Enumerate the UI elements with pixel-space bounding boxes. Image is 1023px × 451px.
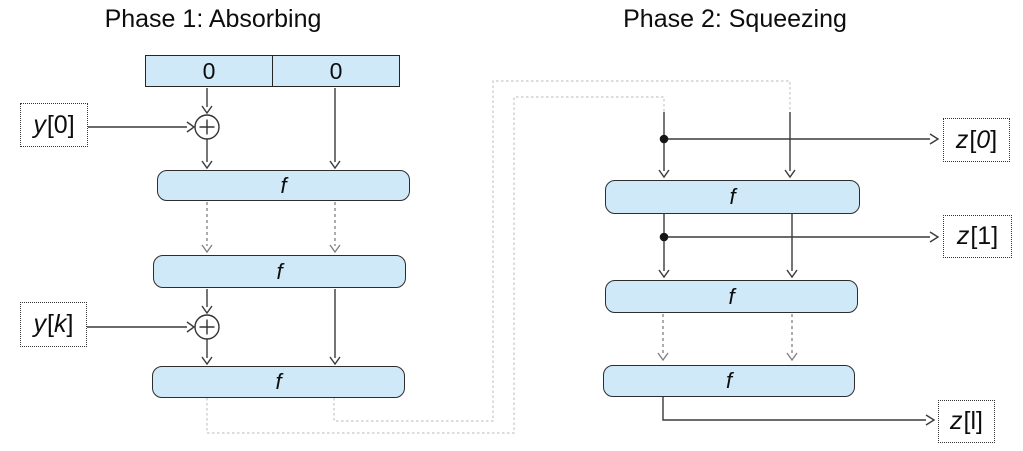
index: 0 xyxy=(53,110,68,139)
bracket: ] xyxy=(976,407,983,435)
bracket: [ xyxy=(970,222,978,250)
bracket: [ xyxy=(47,310,54,338)
dashed-arrow xyxy=(662,314,793,354)
output-label-z1: z[1] xyxy=(943,215,1012,258)
dashed-arrow xyxy=(206,202,336,246)
bracket: ] xyxy=(991,222,999,250)
index: l xyxy=(970,407,977,435)
bracket: ] xyxy=(67,110,75,139)
input-label-y0: y[0] xyxy=(20,103,88,147)
xor-icon xyxy=(194,114,220,140)
bracket: ] xyxy=(66,310,74,338)
round-function-box: f xyxy=(152,366,405,398)
state-cell-left: 0 xyxy=(146,56,273,86)
index: k xyxy=(54,310,67,338)
output-label-zl: z[l] xyxy=(938,400,995,443)
bracket: [ xyxy=(963,407,971,435)
round-function-box: f xyxy=(153,255,406,288)
bracket: [ xyxy=(46,110,54,139)
routing-line xyxy=(206,80,791,434)
input-label-yk: y[k] xyxy=(20,302,87,347)
variable: z xyxy=(950,407,963,435)
variable: z xyxy=(956,222,970,250)
round-function-box: f xyxy=(605,180,860,214)
bracket: ] xyxy=(990,125,998,154)
phase1-title: Phase 1: Absorbing xyxy=(104,5,322,33)
variable: z xyxy=(955,125,969,154)
initial-state-register: 0 0 xyxy=(145,55,400,87)
variable: y xyxy=(33,310,47,338)
index: 0 xyxy=(976,125,991,154)
state-cell-right: 0 xyxy=(329,57,343,84)
dashed-arrowhead xyxy=(201,244,341,254)
round-function-box: f xyxy=(157,170,410,201)
junction-dot xyxy=(659,232,669,242)
round-function-box: f xyxy=(605,280,858,313)
index: 1 xyxy=(977,222,992,250)
bracket: [ xyxy=(969,125,977,154)
dashed-arrowhead xyxy=(657,352,798,362)
output-label-z0: z[0] xyxy=(943,118,1010,162)
variable: y xyxy=(33,110,46,139)
arrow xyxy=(658,112,940,426)
junction-dot xyxy=(659,134,669,144)
arrow xyxy=(87,88,341,366)
phase2-title: Phase 2: Squeezing xyxy=(623,5,847,33)
round-function-box: f xyxy=(603,365,855,397)
xor-icon xyxy=(194,314,220,340)
